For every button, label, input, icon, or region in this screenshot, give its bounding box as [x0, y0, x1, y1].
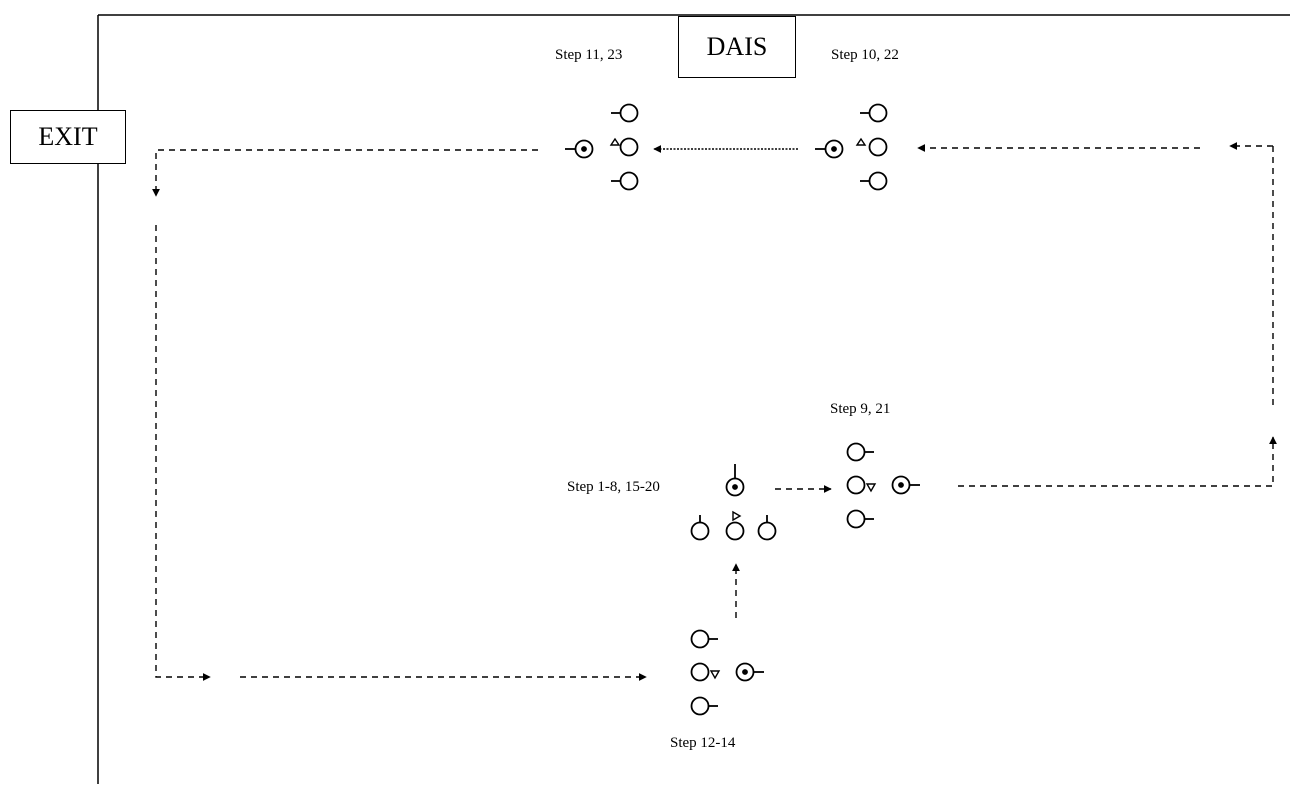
- step-9-21-label: Step 9, 21: [830, 401, 891, 417]
- step-12-14-label: Step 12-14: [670, 735, 736, 751]
- formation-step12: [690, 629, 764, 716]
- marcher-symbol: [855, 137, 888, 157]
- route-step11-to-left-arrow: [152, 149, 538, 197]
- commander-symbol: [815, 139, 844, 159]
- marcher-symbol: [725, 510, 745, 541]
- route-step9-to-right-arrow: [958, 436, 1277, 487]
- commander-symbol: [565, 139, 594, 159]
- marcher-symbol: [757, 515, 777, 541]
- marcher-symbol: [690, 696, 718, 716]
- marcher-symbol: [846, 475, 877, 495]
- exit-box: EXIT: [10, 110, 126, 164]
- marcher-symbol: [860, 171, 888, 191]
- formation-step10: [815, 103, 888, 191]
- marcher-symbol: [690, 662, 721, 682]
- commander-symbol: [725, 464, 745, 497]
- marcher-symbol: [846, 442, 874, 462]
- route-left-down-arrow: [155, 225, 211, 681]
- marcher-symbol: [860, 103, 888, 123]
- step-11-23-label: Step 11, 23: [555, 47, 623, 63]
- formation-step11: [565, 103, 639, 191]
- step-1-8-15-20-label: Step 1-8, 15-20: [567, 479, 660, 495]
- marcher-symbol: [611, 103, 639, 123]
- marcher-symbol: [846, 509, 874, 529]
- commander-symbol: [735, 662, 764, 682]
- marcher-symbol: [690, 515, 710, 541]
- step-10-22-label: Step 10, 22: [831, 47, 899, 63]
- room-frame: [97, 14, 1290, 784]
- formation-step9: [846, 442, 920, 529]
- commander-symbol: [891, 475, 920, 495]
- dais-box: DAIS: [678, 16, 796, 78]
- marcher-symbol: [609, 137, 639, 157]
- formation-step1: [690, 464, 777, 541]
- route-lines: [152, 142, 1277, 681]
- marcher-symbol: [611, 171, 639, 191]
- marcher-symbol: [690, 629, 718, 649]
